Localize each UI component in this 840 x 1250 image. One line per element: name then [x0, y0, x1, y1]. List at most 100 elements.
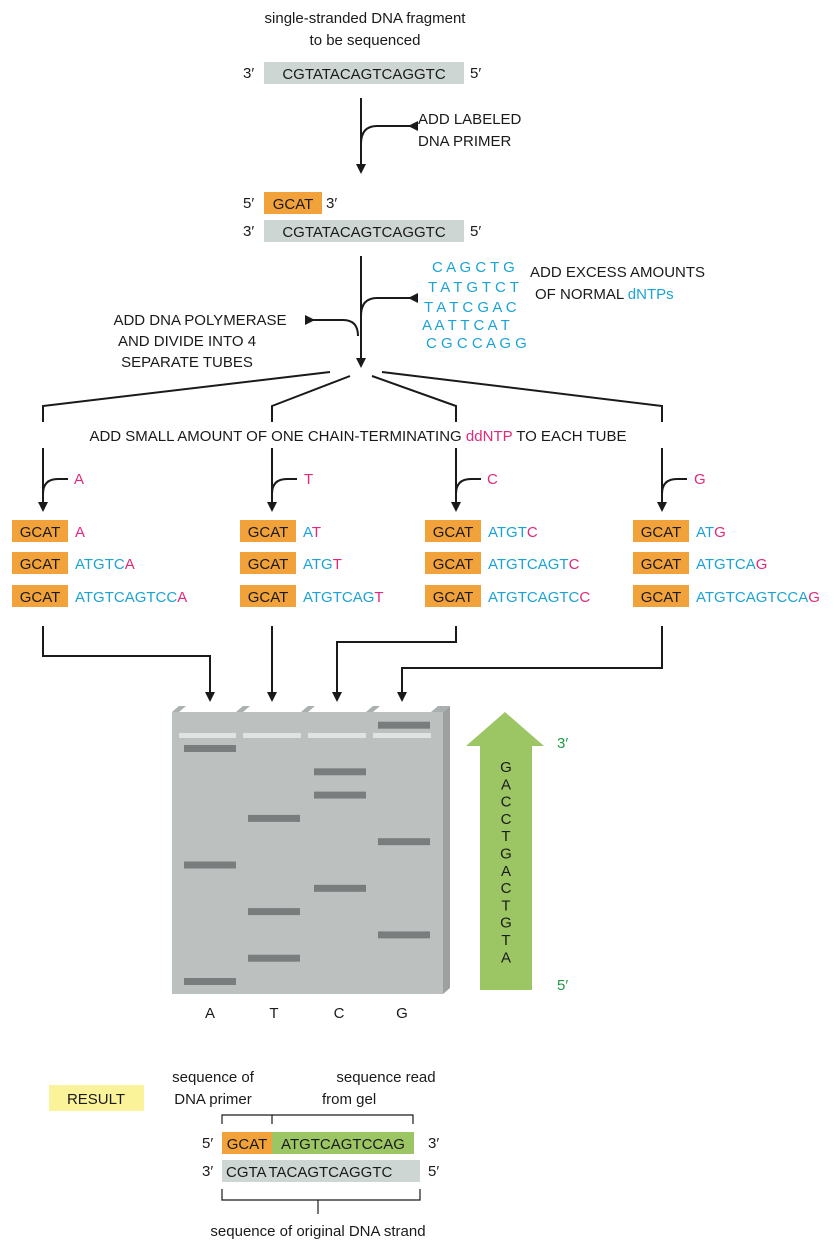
primer-text-a-1: GCAT [20, 524, 61, 541]
template-sequence: CGTATACAGTCAGGTC [282, 66, 445, 83]
primer-text-g-1: GCAT [641, 524, 682, 541]
primer-text-a-2: GCAT [20, 556, 61, 573]
read-base-4: C [501, 811, 512, 828]
read-base-1: G [500, 759, 512, 776]
gel-band-a-1 [184, 978, 236, 985]
primer-text-g-2: GCAT [641, 556, 682, 573]
template2-sequence: CGTATACAGTCAGGTC [282, 224, 445, 241]
primer-box-c-2 [425, 552, 481, 574]
read-base-11: T [501, 932, 510, 949]
read-note-line2: from gel [322, 1091, 376, 1108]
ddntp-label-ddntp: ddNTP [466, 428, 513, 445]
tube-c-ddntp: C [487, 471, 498, 488]
dntp-row-3: T A T C G A C [424, 299, 517, 316]
original-note: sequence of original DNA strand [210, 1223, 425, 1240]
primer-box-a-3 [12, 585, 68, 607]
primer-text-t-1: GCAT [248, 524, 289, 541]
template-3prime: 3′ [243, 65, 254, 82]
read-direction-arrow [466, 712, 544, 990]
gel-band-c-3 [314, 768, 366, 776]
polymerase-line3: SEPARATE TUBES [121, 354, 253, 371]
primer-box-a-1 [12, 520, 68, 542]
gel-band-g-1 [378, 931, 430, 939]
gel-band-a-3 [184, 745, 236, 752]
gel-loading-arrows [42, 626, 663, 702]
read-base-10: G [500, 915, 512, 932]
product-g-2: ATGTCAG [696, 556, 767, 573]
dntp-row-5: C G C C A G G [426, 335, 527, 352]
ddntp-label: ADD SMALL AMOUNT OF ONE CHAIN-TERMINATIN… [89, 428, 626, 445]
primer-text-g-3: GCAT [641, 589, 682, 606]
primer-5prime: 5′ [243, 195, 254, 212]
gel [172, 706, 450, 994]
dntp-label-line1: ADD EXCESS AMOUNTS [530, 264, 705, 281]
tube-t-ddntp: T [304, 471, 313, 488]
gel-band-a-2 [184, 861, 236, 869]
lane-label-a: A [205, 1005, 215, 1022]
product-c-3: ATGTCAGTCC [488, 589, 590, 606]
primer-text-a-3: GCAT [20, 589, 61, 606]
read-base-9: T [501, 897, 510, 914]
primer-box-g-2 [633, 552, 689, 574]
split-line-g [381, 371, 663, 422]
result-read-box [272, 1132, 414, 1154]
polymerase-line1: ADD DNA POLYMERASE [113, 312, 286, 329]
gel-band-c-1 [314, 884, 366, 892]
primer-text-c-2: GCAT [433, 556, 474, 573]
primer-box-t-3 [240, 585, 296, 607]
gel-band-t-3 [248, 814, 300, 822]
product-t-2: ATGT [303, 556, 342, 573]
product-t-1: AT [303, 524, 321, 541]
split-line-t [271, 375, 351, 422]
product-g-1: ATG [696, 524, 726, 541]
gel-band-g-3 [378, 721, 430, 729]
result-bottom-5prime: 5′ [428, 1163, 439, 1180]
primer-text-c-3: GCAT [433, 589, 474, 606]
template2-box [264, 220, 464, 242]
lane-label-c: C [334, 1005, 345, 1022]
dntp-cloud: C A G C T G T A T G T C T T A T C G A C … [422, 259, 527, 352]
tube-a-ddntp: A [74, 471, 84, 488]
template2-3prime: 3′ [243, 223, 254, 240]
result-top-5prime: 5′ [202, 1135, 213, 1152]
template2-5prime: 5′ [470, 223, 481, 240]
result-badge [49, 1085, 144, 1111]
read-note-line1: sequence read [336, 1069, 435, 1086]
primer-note-line2: DNA primer [174, 1091, 252, 1108]
primer-box-c-3 [425, 585, 481, 607]
read-base-2: A [501, 776, 511, 793]
product-t-3: ATGTCAGT [303, 589, 384, 606]
primer-text-t-2: GCAT [248, 556, 289, 573]
result-bottom-3prime: 3′ [202, 1163, 213, 1180]
result-top-3prime: 3′ [428, 1135, 439, 1152]
ddntp-label-a: ADD SMALL AMOUNT OF ONE CHAIN-TERMINATIN… [89, 428, 465, 445]
polymerase-arrowhead [305, 315, 315, 325]
gel-band-t-2 [248, 908, 300, 916]
dntp-label-dntps: dNTPs [628, 286, 674, 303]
intro-title-line2: to be sequenced [310, 32, 421, 49]
primer-bracket [221, 1114, 273, 1124]
primer-box-t-1 [240, 520, 296, 542]
read-base-6: G [500, 846, 512, 863]
intro-title-line1: single-stranded DNA fragment [265, 10, 467, 27]
primer-box-g-1 [633, 520, 689, 542]
product-a-2: ATGTCA [75, 556, 135, 573]
read-base-5: T [501, 828, 510, 845]
gel-band-t-1 [248, 954, 300, 962]
primer-box-c-1 [425, 520, 481, 542]
product-c-1: ATGTC [488, 524, 538, 541]
primer-label-line2: DNA PRIMER [418, 133, 512, 150]
result-read-seq: ATGTCAGTCCAG [281, 1136, 405, 1153]
read-5prime: 5′ [557, 977, 568, 994]
split-line-c [371, 375, 457, 422]
polymerase-input-arrow [313, 319, 359, 337]
template-strand-box [264, 62, 464, 84]
lane-label-g: G [396, 1005, 408, 1022]
read-3prime: 3′ [557, 735, 568, 752]
product-c-2: ATGTCAGTC [488, 556, 580, 573]
product-g-3: ATGTCAGTCCAG [696, 589, 820, 606]
template-5prime: 5′ [470, 65, 481, 82]
